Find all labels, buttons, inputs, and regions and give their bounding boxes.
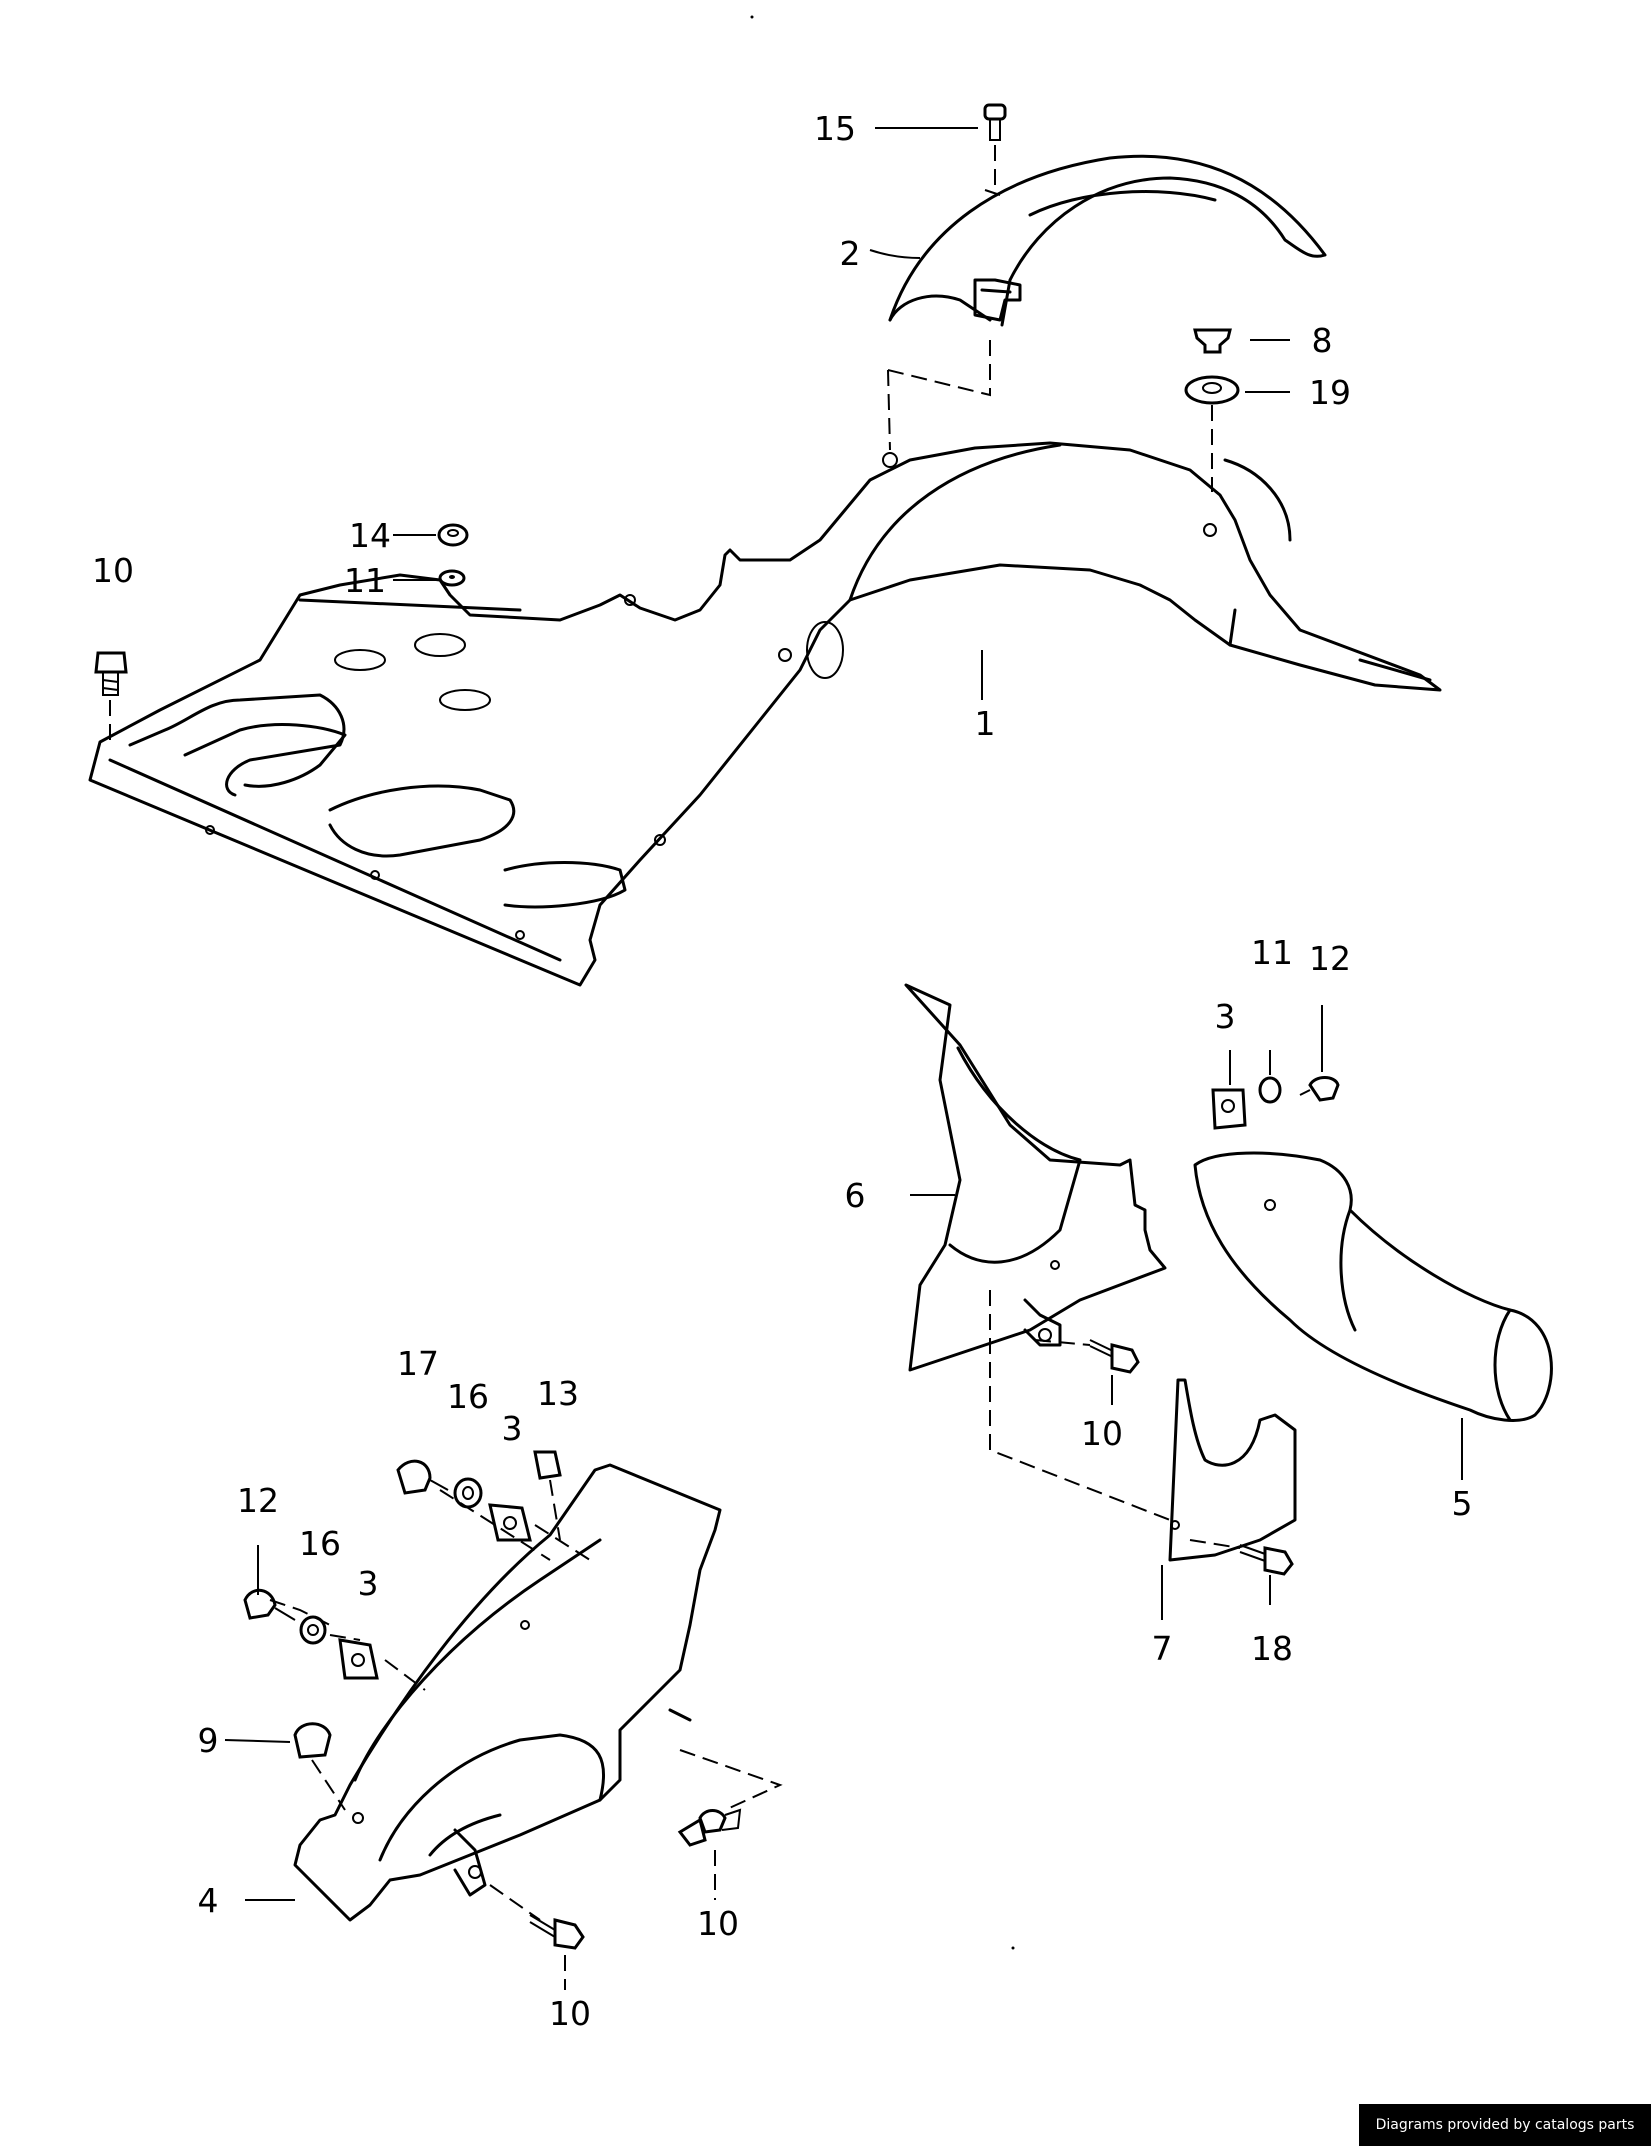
bolt-10-middle — [1089, 1339, 1140, 1374]
bolt-10-lower-right — [677, 1808, 742, 1847]
callout-18: 18 — [1251, 1629, 1293, 1668]
callout-3-right: 3 — [1215, 997, 1236, 1036]
callout-9: 9 — [198, 1721, 219, 1760]
side-panel-part-6 — [904, 983, 1167, 1372]
callout-17: 17 — [397, 1344, 439, 1383]
washer-11-right — [1258, 1076, 1282, 1104]
callout-3-lower-top: 3 — [502, 1409, 523, 1448]
callout-1: 1 — [975, 704, 996, 743]
credit-text: Diagrams provided by catalogs parts — [1375, 2117, 1635, 2133]
callout-15: 15 — [814, 109, 856, 148]
callout-4: 4 — [198, 1881, 219, 1920]
plug-8 — [1193, 328, 1232, 354]
washer-11-top — [438, 569, 466, 587]
callout-8: 8 — [1312, 321, 1333, 360]
callout-7: 7 — [1152, 1629, 1173, 1668]
callout-12-right: 12 — [1309, 939, 1351, 978]
screw-12-lower — [243, 1589, 296, 1621]
clip-3-lower — [338, 1638, 379, 1680]
clip-3-lower-top — [488, 1503, 532, 1542]
screw-12-right — [1299, 1076, 1340, 1102]
callout-14: 14 — [349, 516, 391, 555]
callout-10-middle: 10 — [1081, 1414, 1123, 1453]
clip-3-right — [1211, 1088, 1247, 1130]
bolt-10-lower — [529, 1914, 585, 1950]
callout-3-lower: 3 — [358, 1564, 379, 1603]
callout-5: 5 — [1452, 1484, 1473, 1523]
bolt-15 — [983, 103, 1007, 141]
leader-lines — [224, 127, 1463, 1901]
callout-10-lower-right: 10 — [697, 1904, 739, 1943]
dashed-assembly-lines — [109, 145, 1241, 1990]
wheel-housing-cover-part-2 — [888, 154, 1327, 327]
air-duct-part-5 — [1193, 1151, 1553, 1422]
bracket-plate-part-7 — [1168, 1378, 1297, 1562]
washer-16-lower — [299, 1615, 327, 1645]
nut-14 — [437, 523, 469, 547]
fender-liner-part-4 — [293, 1463, 722, 1922]
clip-13 — [533, 1450, 562, 1480]
callout-11-top: 11 — [344, 561, 386, 600]
callout-10-lower: 10 — [549, 1994, 591, 2033]
callout-6: 6 — [845, 1176, 866, 1215]
callout-16-top: 16 — [447, 1377, 489, 1416]
callout-10-left: 10 — [92, 551, 134, 590]
bolt-18 — [1239, 1544, 1294, 1576]
callout-labels: 15 2 8 19 14 11 10 1 3 11 12 6 5 10 7 18… — [92, 109, 1473, 2033]
callout-12-lower: 12 — [237, 1481, 279, 1520]
callout-2: 2 — [840, 234, 861, 273]
screw-17 — [396, 1459, 449, 1495]
callout-16-lower: 16 — [299, 1524, 341, 1563]
washer-16-top — [453, 1477, 483, 1509]
callout-13: 13 — [537, 1374, 579, 1413]
grommet-9 — [293, 1722, 332, 1759]
clip-19 — [1184, 375, 1240, 405]
bolt-10-left — [94, 651, 128, 696]
underbody-panel-part-1 — [88, 441, 1442, 987]
callout-11-right: 11 — [1251, 933, 1293, 972]
callout-19: 19 — [1309, 373, 1351, 412]
catalog-credit-badge: Diagrams provided by catalogs parts — [1359, 2104, 1651, 2146]
